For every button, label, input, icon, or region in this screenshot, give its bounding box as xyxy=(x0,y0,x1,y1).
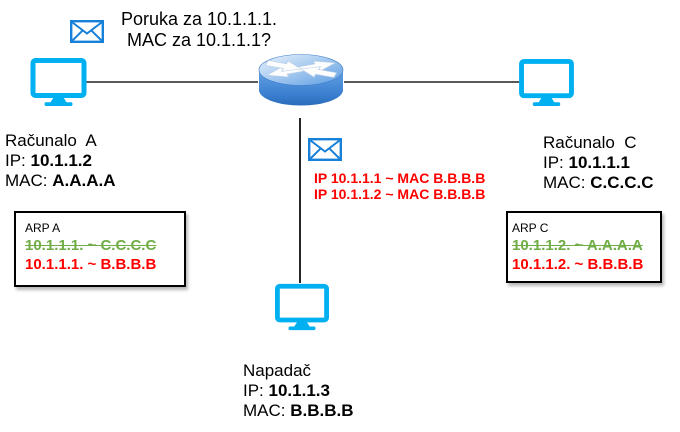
router-icon xyxy=(257,53,345,108)
computer-c-mac: MAC: C.C.C.C xyxy=(543,173,654,193)
link-computer-a-to-router xyxy=(86,81,258,83)
attacker-label: Napadač IP: 10.1.1.3 MAC: B.B.B.B xyxy=(243,361,354,421)
ip-label: IP: xyxy=(5,151,31,170)
mac-label: MAC: xyxy=(543,173,591,192)
computer-c-name: Računalo C xyxy=(543,133,637,152)
spoof-line2: IP 10.1.1.2 ~ MAC B.B.B.B xyxy=(314,186,486,202)
computer-a-ip: IP: 10.1.1.2 xyxy=(5,151,116,171)
attacker-computer-icon xyxy=(275,283,329,331)
spoof-message: IP 10.1.1.1 ~ MAC B.B.B.B IP 10.1.1.2 ~ … xyxy=(314,170,485,202)
arp-request-line2: MAC za 10.1.1.1? xyxy=(126,30,272,50)
arp-table-c-new-entry: 10.1.1.2. ~ B.B.B.B xyxy=(512,256,644,273)
mac-value: B.B.B.B xyxy=(290,401,354,420)
link-router-to-computer-c xyxy=(344,81,520,83)
spoof-line1: IP 10.1.1.1 ~ MAC B.B.B.B xyxy=(314,170,486,186)
ip-label: IP: xyxy=(243,381,269,400)
attacker-mac: MAC: B.B.B.B xyxy=(243,401,354,421)
computer-a-mac: MAC: A.A.A.A xyxy=(5,171,116,191)
mac-label: MAC: xyxy=(5,171,53,190)
computer-a-label: Računalo A IP: 10.1.1.2 MAC: A.A.A.A xyxy=(5,131,116,191)
ip-label: IP: xyxy=(543,153,569,172)
attacker-ip: IP: 10.1.1.3 xyxy=(243,381,354,401)
arp-table-c-old-entry: 10.1.1.2. ~ A.A.A.A xyxy=(512,237,643,254)
mac-value: C.C.C.C xyxy=(590,173,654,192)
computer-a-icon xyxy=(30,58,87,106)
arp-table-a: ARP A 10.1.1.1. ~ C.C.C.C 10.1.1.1. ~ B.… xyxy=(14,211,186,287)
ip-value: 10.1.1.2 xyxy=(30,151,92,170)
arp-table-a-new-entry: 10.1.1.1. ~ B.B.B.B xyxy=(25,256,157,273)
computer-c-label: Računalo C IP: 10.1.1.1 MAC: C.C.C.C xyxy=(543,133,654,193)
mac-value: A.A.A.A xyxy=(52,171,116,190)
attacker-name: Napadač xyxy=(243,361,312,380)
ip-value: 10.1.1.3 xyxy=(268,381,330,400)
arp-table-c-title: ARP C xyxy=(512,221,549,235)
link-router-to-attacker xyxy=(299,118,301,283)
computer-c-ip: IP: 10.1.1.1 xyxy=(543,153,654,173)
computer-a-name: Računalo A xyxy=(5,131,97,150)
arp-request-message: Poruka za 10.1.1.1. MAC za 10.1.1.1? xyxy=(99,9,299,51)
arp-table-a-title: ARP A xyxy=(25,221,61,235)
computer-c-icon xyxy=(519,59,574,106)
ip-value: 10.1.1.1 xyxy=(568,153,630,172)
envelope-icon xyxy=(308,138,342,161)
arp-request-line1: Poruka za 10.1.1.1. xyxy=(120,9,278,29)
mac-label: MAC: xyxy=(243,401,291,420)
arp-table-a-old-entry: 10.1.1.1. ~ C.C.C.C xyxy=(25,237,157,254)
arp-table-c: ARP C 10.1.1.2. ~ A.A.A.A 10.1.1.2. ~ B.… xyxy=(506,211,662,283)
